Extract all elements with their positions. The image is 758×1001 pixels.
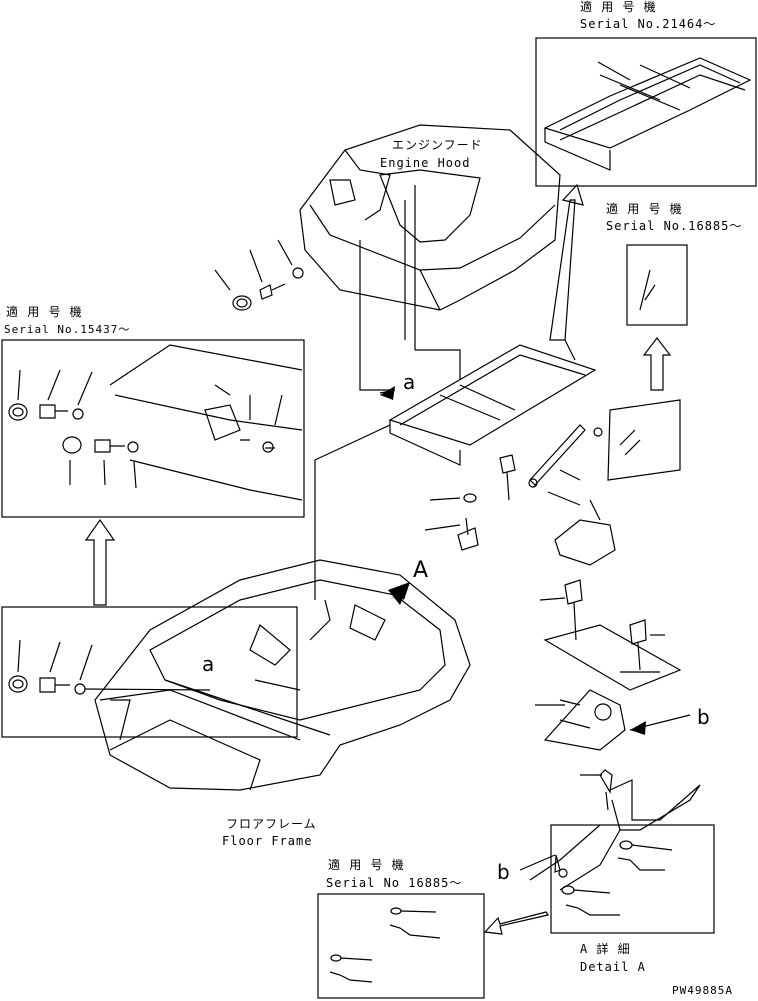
serial-15437-en: Serial No.15437～ — [4, 323, 131, 336]
center-fasteners — [424, 493, 479, 551]
arrow-up-to-15437 — [84, 518, 116, 606]
gas-strut — [499, 424, 616, 566]
callout-A: A — [413, 558, 429, 583]
serial-15437-jp: 適 用 号 機 — [6, 305, 83, 319]
serial-16885-top-jp: 適 用 号 機 — [606, 202, 683, 216]
callout-a-main: a — [403, 370, 416, 394]
serial-16885-top-en: Serial No.16885～ — [606, 219, 743, 233]
inset-serial-15437 — [1, 339, 305, 518]
floor-label-en: Floor Frame — [222, 834, 313, 848]
inset-detail-A — [550, 824, 715, 934]
serial-16885-bottom-jp: 適 用 号 機 — [328, 858, 405, 872]
inset-serial-21464 — [535, 37, 757, 187]
latch-inset — [607, 399, 681, 481]
inset-serial-16885-bottom — [317, 893, 485, 999]
hood-label-jp: エンジンフード — [392, 138, 483, 152]
detail-A-en: Detail A — [580, 960, 646, 974]
hollow-arrow-detail — [483, 911, 549, 935]
engine-hood — [299, 124, 561, 350]
hood-label-en: Engine Hood — [380, 156, 471, 170]
arrow-a — [380, 386, 395, 400]
callout-a-floor: a — [202, 652, 215, 676]
doc-code: PW49885A — [672, 984, 733, 997]
arrow-up-to-21464 — [549, 183, 584, 341]
serial-21464-en: Serial No.21464～ — [580, 17, 717, 31]
arrow-up-to-16885 — [642, 337, 672, 391]
inset-floor-fasteners — [1, 606, 298, 738]
callout-b-right: b — [697, 705, 710, 729]
detail-A-parts — [535, 579, 701, 831]
serial-21464-jp: 適 用 号 機 — [580, 0, 657, 14]
floor-label-jp: フロアフレーム — [226, 817, 317, 831]
inset-serial-16885-top — [626, 244, 688, 326]
arrow-b — [630, 721, 646, 735]
detail-A-jp: A 詳 細 — [580, 942, 631, 956]
callout-b-bottom: b — [497, 860, 510, 884]
hood-frame — [388, 339, 597, 466]
floor-frame — [94, 559, 471, 791]
serial-16885-bottom-en: Serial No 16885～ — [326, 876, 463, 890]
hood-fasteners — [214, 239, 304, 311]
